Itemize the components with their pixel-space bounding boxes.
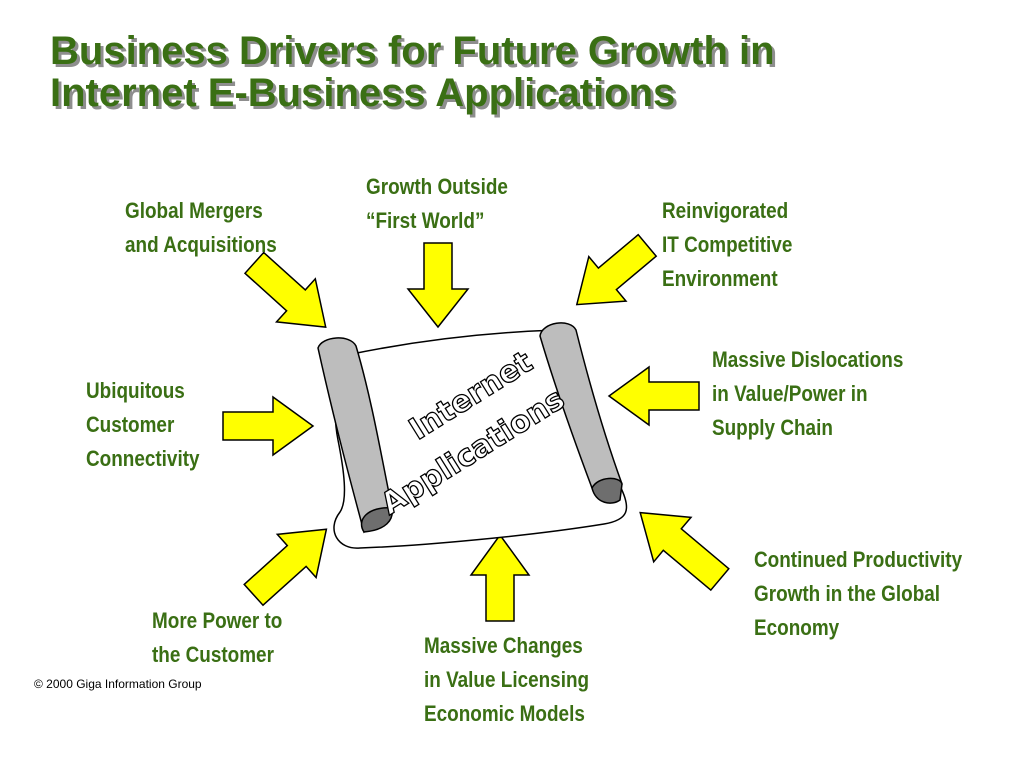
slide-title-line-2: Internet E-Business Applications — [50, 71, 676, 115]
arrow-global-mergers — [243, 251, 327, 328]
copyright-footer: © 2000 Giga Information Group — [34, 677, 202, 691]
arrow-growth-outside — [406, 242, 470, 329]
driver-label-massive-dislocations: Massive Dislocations in Value/Power in S… — [712, 347, 904, 440]
arrow-massive-dislocations — [607, 365, 700, 427]
center-scroll: Internet Applications — [317, 322, 628, 549]
driver-label-reinvigorated-it: Reinvigorated IT Competitive Environment — [662, 198, 793, 291]
arrow-more-power — [243, 528, 328, 607]
arrow-continued-productivity — [639, 511, 730, 592]
driver-label-growth-outside: Growth Outside “First World” — [366, 174, 508, 233]
arrow-reinvigorated-it — [575, 233, 658, 306]
driver-label-global-mergers: Global Mergers and Acquisitions — [125, 198, 277, 257]
scroll-sheet — [333, 329, 628, 549]
scroll-icon — [317, 322, 628, 549]
driver-label-massive-changes: Massive Changes in Value Licensing Econo… — [424, 633, 590, 726]
driver-label-ubiquitous-connectivity: Ubiquitous Customer Connectivity — [86, 378, 200, 471]
scroll-roll-right-end — [591, 477, 623, 504]
arrow-massive-changes — [469, 533, 531, 622]
slide-title-line-1: Business Drivers for Future Growth in — [50, 29, 775, 73]
slide-title: Business Drivers for Future Growth in In… — [50, 30, 1010, 114]
arrow-ubiquitous-connectivity — [222, 395, 315, 457]
driver-label-continued-productivity: Continued Productivity Growth in the Glo… — [754, 547, 963, 640]
scroll-roll-left-end — [360, 507, 394, 533]
scroll-roll-left — [317, 337, 393, 534]
driver-arrows — [222, 233, 730, 622]
driver-label-more-power: More Power to the Customer — [152, 608, 283, 667]
